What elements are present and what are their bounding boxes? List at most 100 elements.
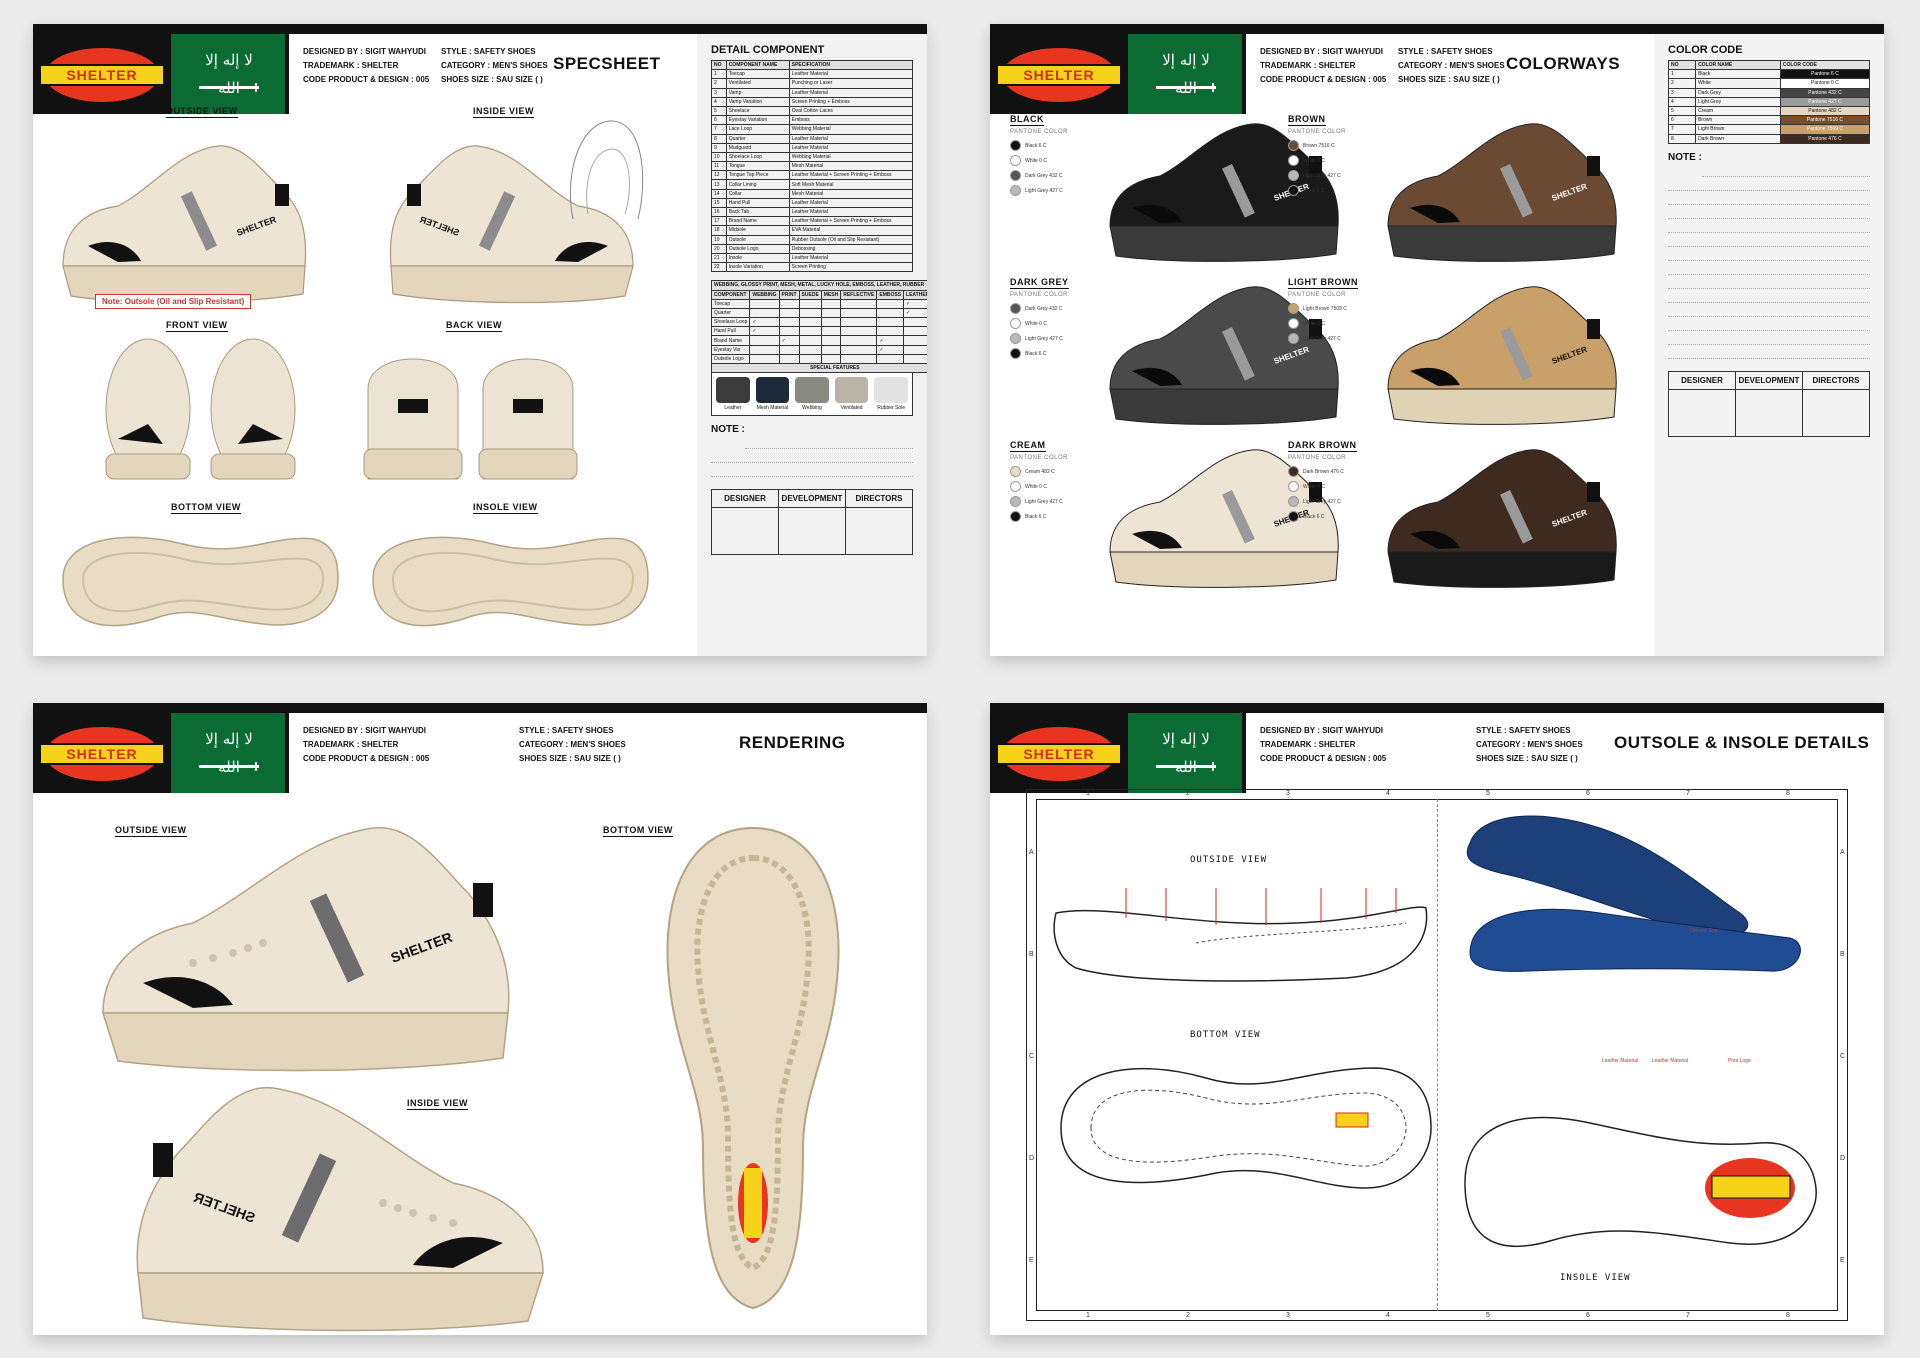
- pantone-swatch: White 0 C: [1010, 155, 1047, 166]
- table-cell: Leather Material: [788, 133, 914, 144]
- note-line[interactable]: [1668, 345, 1870, 359]
- special-feature-item: Webbing: [795, 377, 829, 411]
- table-cell: Shoelace: [725, 105, 790, 117]
- note-line[interactable]: [1668, 219, 1870, 233]
- approval-cell[interactable]: DESIGNER: [712, 490, 779, 555]
- table-cell: 11: [711, 161, 727, 172]
- approval-cell[interactable]: DIRECTORS: [846, 490, 912, 554]
- note-label: NOTE :: [711, 424, 745, 436]
- note-line[interactable]: [1668, 317, 1870, 331]
- grid-row-letter: D: [1029, 1155, 1035, 1162]
- column-header: PRINT: [778, 289, 800, 300]
- table-caption-row: WEBBING, GLOSSY PRINT, MESH, METAL, LUCK…: [711, 280, 927, 291]
- column-header: SUEDE: [798, 289, 822, 300]
- colorway-shoe: SHELTER: [1109, 286, 1339, 425]
- table-cell: [903, 353, 927, 365]
- special-feature-item: Rubber Sole: [874, 377, 908, 411]
- approval-cell[interactable]: DESIGNER: [1669, 371, 1736, 436]
- table-cell: Rubber Outsole (Oil and Slip Resistant): [788, 234, 914, 245]
- note-line[interactable]: [1668, 177, 1870, 191]
- note-line[interactable]: [1668, 331, 1870, 345]
- pantone-swatch: Brown 7516 C: [1288, 140, 1335, 151]
- page-title: COLORWAYS: [1506, 54, 1621, 73]
- table-cell: 3: [711, 87, 727, 98]
- swatch-dot: [1010, 318, 1021, 329]
- table-cell: 15: [711, 197, 727, 209]
- table-cell: ✓: [749, 326, 780, 337]
- front-view-shoes: [105, 338, 296, 480]
- swatch-label: Light Grey 427 C: [1025, 335, 1063, 342]
- swatch-label: Dark Grey 432 C: [1025, 172, 1063, 179]
- table-cell: Quarter: [710, 307, 751, 319]
- swatch-label: Dark Grey 432 C: [1025, 305, 1063, 312]
- material-label: Leather: [724, 405, 742, 412]
- approval-label: DIRECTORS: [846, 490, 912, 509]
- grid-row-letter: A: [1840, 849, 1845, 856]
- table-row: Eyestay Var✓✓: [710, 344, 927, 355]
- swatch-label: White 0 C: [1025, 483, 1047, 490]
- grid-column-number: 2: [1186, 790, 1190, 797]
- back-view-shoes: [363, 358, 578, 480]
- special-feature-item: Mesh Material: [755, 377, 790, 411]
- table-cell: [749, 335, 780, 346]
- table-cell: 5: [1667, 105, 1697, 117]
- table-cell: Back Tab: [725, 206, 790, 218]
- table-cell: 2: [1667, 78, 1697, 89]
- note-line[interactable]: [1668, 289, 1870, 303]
- table-cell: [840, 353, 878, 365]
- pantone-swatch: White 0 C: [1010, 481, 1047, 492]
- page-title: SPECSHEET: [553, 54, 661, 73]
- table-cell: Ventilated: [725, 78, 790, 89]
- note-line[interactable]: [1668, 275, 1870, 289]
- table-cell: Dark Grey: [1695, 87, 1781, 98]
- table-row: Shoelace Loop✓: [710, 317, 927, 328]
- table-cell: Cream: [1695, 105, 1781, 117]
- table-cell: ✓: [876, 335, 905, 346]
- note-line[interactable]: [1702, 163, 1870, 177]
- material-swatch: [755, 377, 790, 404]
- note-line[interactable]: [1668, 303, 1870, 317]
- pantone-label: PANTONE COLOR: [1010, 129, 1068, 135]
- table-cell: 6: [711, 115, 727, 126]
- table-cell: Midsole: [725, 225, 790, 236]
- table-cell: Quarter: [725, 133, 790, 144]
- table-cell: Collar Lining: [725, 179, 790, 190]
- pantone-swatch: Black 6 C: [1288, 185, 1324, 196]
- swatch-label: Black 6 C: [1025, 350, 1047, 357]
- note-line[interactable]: [1668, 233, 1870, 247]
- table-cell: Eyestay Var: [710, 344, 751, 355]
- table-cell: 10: [711, 151, 727, 163]
- swatch-label: White 0 C: [1303, 320, 1325, 327]
- table-cell: Mesh Material: [788, 161, 914, 172]
- material-swatch: [716, 377, 750, 404]
- material-label: Rubber Sole: [877, 405, 906, 412]
- callout-label: Orthotic Eva: [1690, 928, 1718, 934]
- table-cell: [840, 317, 878, 328]
- material-swatch: [874, 377, 908, 404]
- pantone-swatch: Light Grey 427 C: [1288, 333, 1341, 344]
- note-line[interactable]: [1668, 261, 1870, 275]
- approval-cell[interactable]: DEVELOPMENT: [1736, 371, 1803, 436]
- special-title: SPECIAL FEATURES: [711, 362, 927, 374]
- swatch-label: White 0 C: [1025, 157, 1047, 164]
- approval-cell[interactable]: DEVELOPMENT: [779, 490, 846, 555]
- note-line[interactable]: [1668, 191, 1870, 205]
- page-title: OUTSOLE & INSOLE DETAILS: [1614, 733, 1870, 752]
- approval-cell[interactable]: DIRECTORS: [1803, 372, 1869, 436]
- note-line[interactable]: [1668, 205, 1870, 219]
- colorways-page: SHELTER لا إله إلا الله DESIGNED BY : SI…: [990, 24, 1884, 656]
- note-line[interactable]: [1668, 247, 1870, 261]
- grid-row-letter: C: [1840, 1053, 1846, 1060]
- table-cell: [820, 317, 842, 328]
